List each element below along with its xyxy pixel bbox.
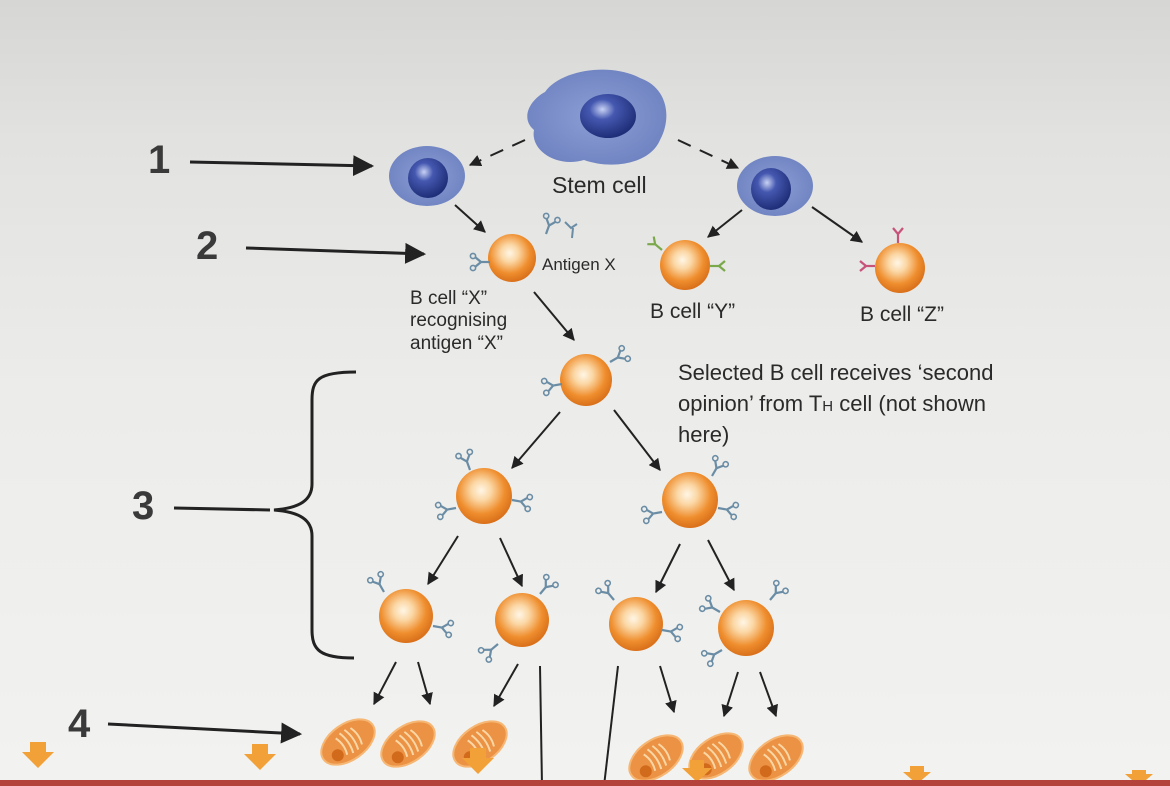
arrow-a-to-p2 [418,662,430,704]
b-cell-x [470,234,536,282]
pointer-arrow-3 [174,508,270,510]
arrow-left-to-bcell-x [455,205,485,232]
arrow-right-to-bcell-y [708,210,742,237]
b-cell-y [647,237,725,290]
slide-bottom-bar [0,780,1170,786]
clone-cell-l2-a [367,571,454,643]
b-cell-x-label: B cell “X” recognising antigen “X” [410,288,507,355]
nav-down-arrow-icon[interactable] [22,742,54,768]
stem-cell-nucleus [580,94,636,138]
arrow-selected-to-left [512,412,560,468]
progenitor-cell-left-nucleus [408,158,448,198]
clone-cell-l2-c [595,579,683,651]
pointer-arrow-1 [190,162,372,166]
pointer-arrow-2 [246,248,424,254]
arrow-selected-to-right [614,410,660,470]
antigen-x-icon [538,213,577,238]
arrow-l1left-to-b [500,538,522,586]
arrow-l1right-to-c [656,544,680,592]
line-b-down [540,666,542,786]
arrow-d-to-p6 [760,672,776,716]
selected-b-cell-note: Selected B cell receives ‘second opinion… [678,358,994,450]
selected-b-cell [541,345,631,406]
curly-brace [274,372,356,658]
arrow-right-to-bcell-z [812,207,862,242]
marker-1: 1 [148,138,170,183]
arrow-l1left-to-a [428,536,458,584]
b-cell-y-label: B cell “Y” [650,300,735,325]
b-cell-z [860,228,925,293]
stem-cell-label: Stem cell [552,172,647,199]
arrow-c-to-p4 [660,666,674,712]
arrow-b-to-p3 [494,664,518,706]
marker-4: 4 [68,702,90,747]
line-c-down [604,666,618,786]
clone-cell-l2-b [477,573,559,663]
arrow-l1right-to-d [708,540,734,590]
antigen-x-label: Antigen X [542,255,616,275]
plasma-cell-1 [313,710,383,774]
arrow-bcell-x-to-selected [534,292,574,340]
b-cell-z-label: B cell “Z” [860,303,944,328]
arrow-stem-to-left [470,140,525,165]
arrow-a-to-p1 [374,662,396,704]
pointer-arrow-4 [108,724,300,734]
plasma-cell-4 [621,726,691,786]
nav-down-arrow-icon[interactable] [244,744,276,770]
plasma-cell-6 [741,726,811,786]
clone-cell-l2-d [699,579,789,667]
arrow-stem-to-right [678,140,738,168]
plasma-cell-2 [373,712,443,776]
marker-2: 2 [196,224,218,269]
arrow-d-to-p5 [724,672,738,716]
th-subscript: H [822,398,833,415]
marker-3: 3 [132,484,154,529]
progenitor-cell-right-nucleus [751,168,791,210]
